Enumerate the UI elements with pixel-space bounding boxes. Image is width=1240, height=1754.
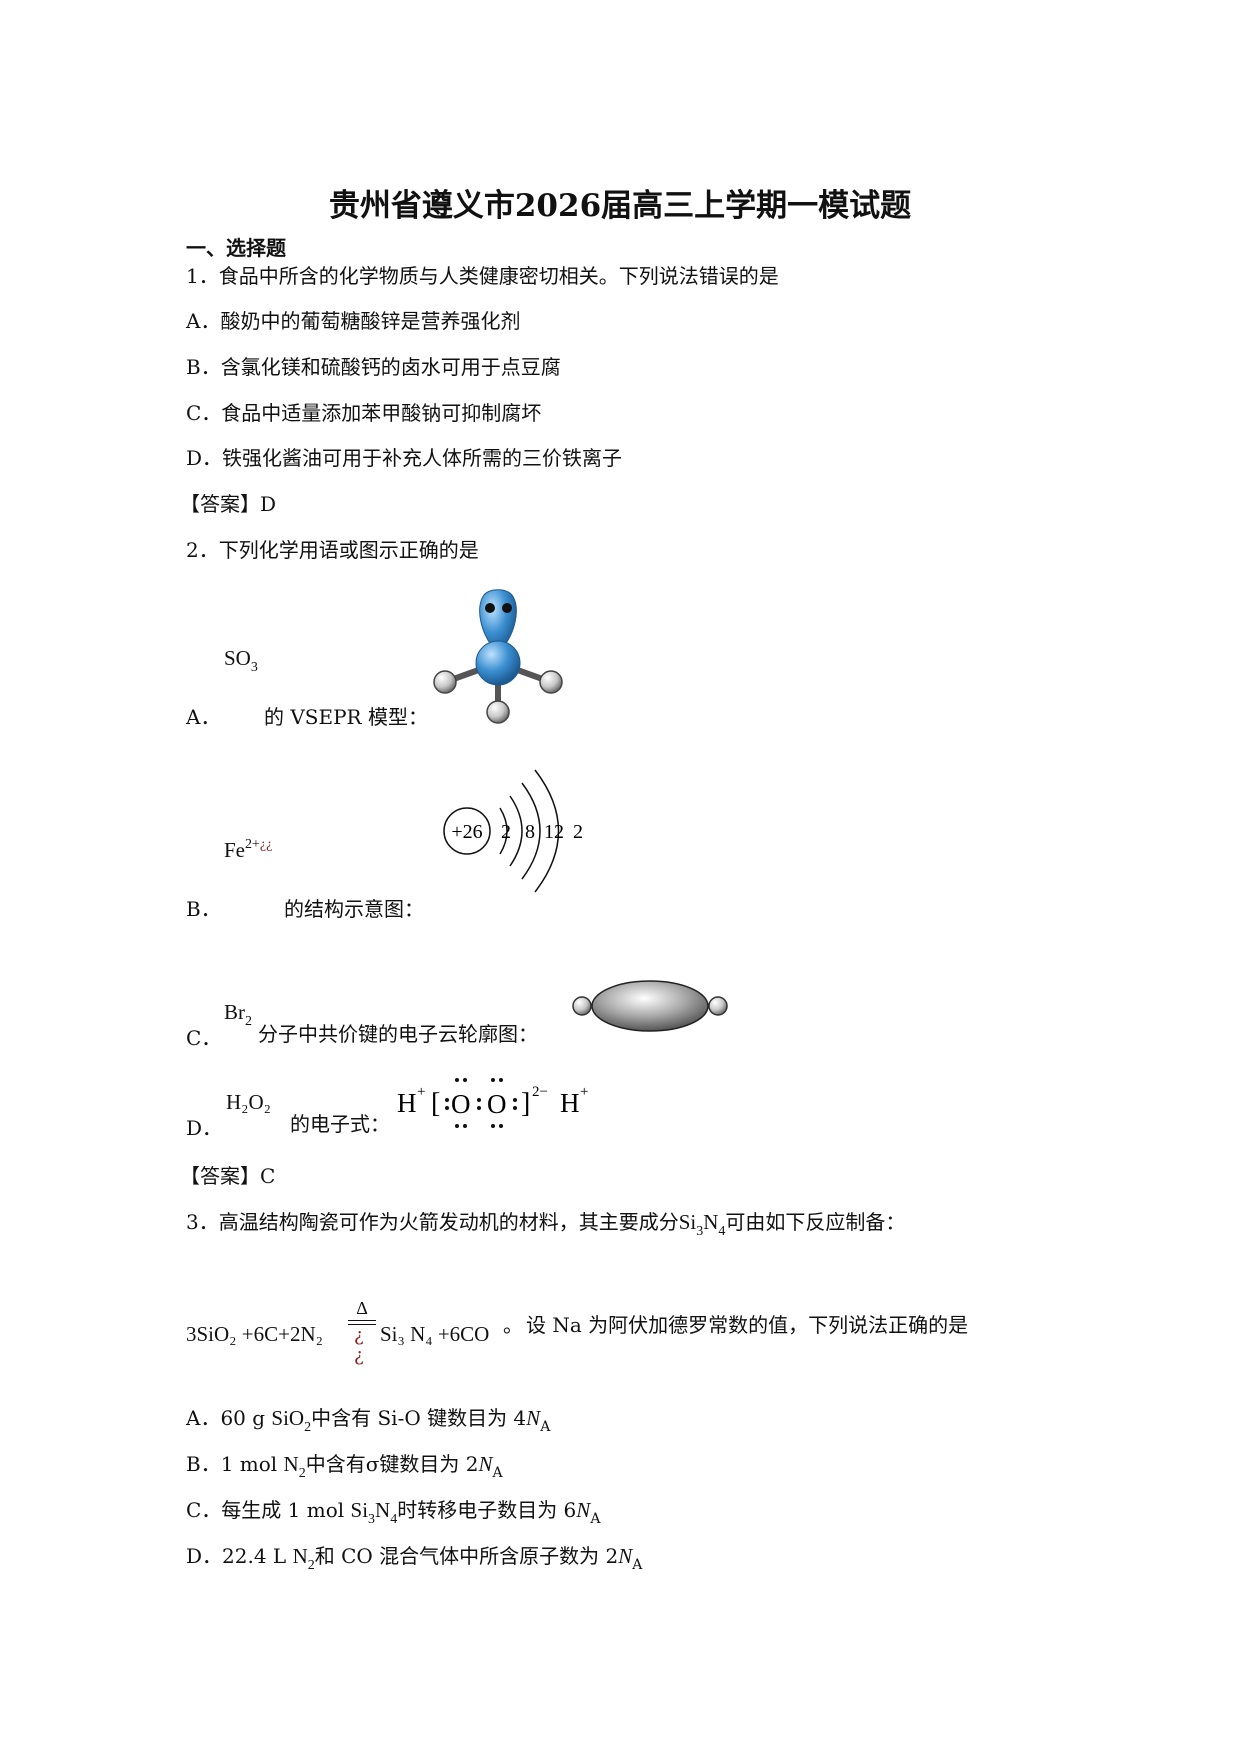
q3-equation-delta: Δ xyxy=(356,1298,368,1318)
cloud-lobe xyxy=(591,980,709,1032)
vsepr-model-image xyxy=(433,589,563,724)
shell-electrons-3: 12 xyxy=(544,821,564,843)
shell-electrons-4: 2 xyxy=(573,821,583,843)
q3-option-c: C．每生成 1 mol Si3N4时转移电子数目为 6NA xyxy=(186,1498,601,1527)
shell-arc-4 xyxy=(534,769,560,893)
ef-dot xyxy=(445,1106,449,1110)
q2-b-formula: Fe2+¿¿ xyxy=(224,837,273,862)
shell-arc-1 xyxy=(499,807,508,855)
vsepr-lone-pair-dot-left xyxy=(485,603,495,613)
vsepr-ligand-bottom xyxy=(486,700,510,724)
ef-dot xyxy=(455,1078,459,1082)
ef-h-right: H xyxy=(560,1088,580,1118)
q3-option-d: D．22.4 L N2和 CO 混合气体中所含原子数为 2NA xyxy=(186,1544,643,1573)
q3-equation-period: 。 xyxy=(503,1313,523,1337)
q2-d-text: 的电子式： xyxy=(290,1112,390,1136)
ef-dot xyxy=(499,1124,503,1128)
q3-equation-right: Si₃ N₄ +6CO xyxy=(380,1322,490,1346)
br-atom-left xyxy=(572,996,592,1016)
ef-bracket-close: ] xyxy=(521,1088,530,1119)
q2-stem: 2．下列化学用语或图示正确的是 xyxy=(186,538,479,562)
ef-dot xyxy=(513,1106,517,1110)
br-atom-right xyxy=(708,996,728,1016)
ef-dot xyxy=(477,1106,481,1110)
q2-c-label: C． xyxy=(186,1026,222,1050)
q2-b-text: 的结构示意图： xyxy=(284,897,424,921)
vsepr-ligand-right xyxy=(539,670,563,694)
q2-d-formula: H₂O₂ xyxy=(226,1090,271,1114)
q1-option-a: A．酸奶中的葡萄糖酸锌是营养强化剂 xyxy=(186,309,521,333)
q1-option-c: C．食品中适量添加苯甲酸钠可抑制腐坏 xyxy=(186,401,542,425)
ef-bracket-open: [ xyxy=(431,1088,440,1119)
q3-equation-garble-1: ¿ xyxy=(354,1325,364,1346)
q3-option-a: A．60 g SiO2中含有 Si-O 键数目为 4NA xyxy=(186,1406,551,1435)
q1-option-d: D．铁强化酱油可用于补充人体所需的三价铁离子 xyxy=(186,446,623,470)
electron-cloud-image xyxy=(572,980,728,1032)
shell-arc-2 xyxy=(509,795,523,867)
q1-option-b: B．含氯化镁和硫酸钙的卤水可用于点豆腐 xyxy=(186,355,561,379)
vsepr-lone-pair-dot-right xyxy=(502,603,512,613)
shell-electrons-2: 8 xyxy=(525,821,535,843)
nucleus-charge: +26 xyxy=(451,821,482,843)
shell-arc-3 xyxy=(521,782,541,880)
ef-dot xyxy=(499,1078,503,1082)
q3-equation-garble-2: ¿ xyxy=(354,1345,364,1366)
q2-a-formula: SO3 xyxy=(224,646,258,675)
q1-stem: 1．食品中所含的化学物质与人类健康密切相关。下列说法错误的是 xyxy=(186,264,779,288)
nucleus-circle xyxy=(443,807,491,855)
ef-dot xyxy=(513,1098,517,1102)
section-heading: 一、选择题 xyxy=(186,236,286,260)
q3-equation-left: 3SiO₂ +6C+2N₂ xyxy=(186,1322,323,1346)
q2-a-text: 的 VSEPR 模型： xyxy=(264,705,428,729)
ef-dot xyxy=(491,1078,495,1082)
ef-dot xyxy=(491,1124,495,1128)
vsepr-ligand-left xyxy=(433,670,457,694)
q3-stem: 3．高温结构陶瓷可作为火箭发动机的材料，其主要成分Si3N4可由如下反应制备： xyxy=(186,1210,906,1239)
q3-equation-tail: 设 Na 为阿伏加德罗常数的值，下列说法正确的是 xyxy=(526,1313,969,1337)
ef-dot xyxy=(463,1124,467,1128)
ef-oxygen-2: O xyxy=(487,1089,507,1119)
q2-c-text: 分子中共价键的电子云轮廓图： xyxy=(258,1022,538,1046)
ef-dot xyxy=(455,1124,459,1128)
ef-h-left: H xyxy=(397,1088,417,1118)
ef-dot xyxy=(463,1078,467,1082)
shell-electrons-1: 2 xyxy=(501,821,511,843)
q1-answer: 【答案】D xyxy=(180,492,277,516)
q3-equation-bar-2 xyxy=(348,1324,376,1325)
ef-dot xyxy=(477,1098,481,1102)
ef-oxygen-1: O xyxy=(451,1089,471,1119)
q2-a-label: A． xyxy=(186,705,221,729)
q2-b-label: B． xyxy=(186,897,221,921)
h2o2-electron-formula: H + [ O O ] 2− H + xyxy=(397,1078,588,1128)
q2-d-label: D． xyxy=(186,1116,223,1140)
ef-dot xyxy=(445,1098,449,1102)
q3-option-b: B．1 mol N2中含有σ键数目为 2NA xyxy=(186,1452,503,1481)
ef-charge: 2− xyxy=(532,1084,548,1100)
ef-h-left-charge: + xyxy=(417,1084,425,1100)
si3n4-formula: Si3N4 xyxy=(678,1210,726,1239)
q3-equation-bar-1 xyxy=(348,1320,376,1321)
q2-answer: 【答案】C xyxy=(180,1164,276,1188)
vsepr-central-atom xyxy=(475,640,521,686)
ef-h-right-charge: + xyxy=(580,1084,588,1100)
page-title: 贵州省遵义市2026届高三上学期一模试题 xyxy=(328,188,912,224)
atomic-structure-diagram: +26 2 8 12 2 xyxy=(443,769,583,893)
q2-c-formula: Br2 xyxy=(224,1000,252,1029)
